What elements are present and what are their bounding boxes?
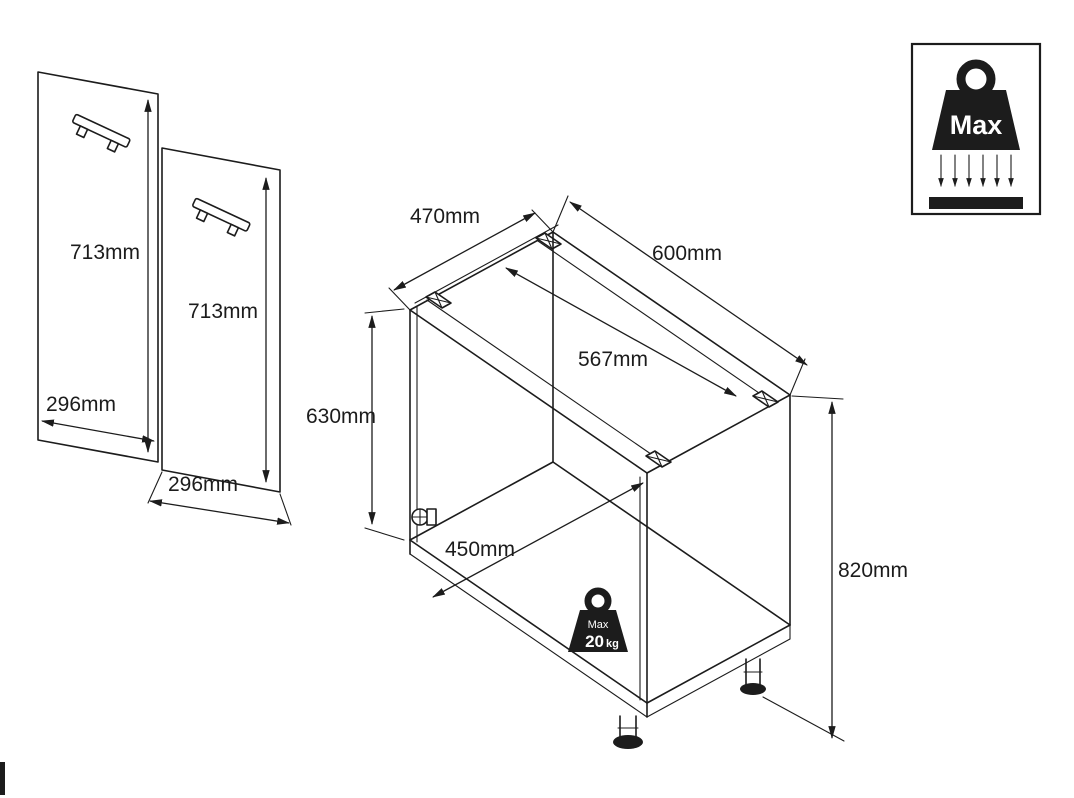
corner-bracket-icon bbox=[645, 450, 672, 468]
dim-cabinet-inner-depth: 450mm bbox=[432, 482, 644, 598]
dim-cabinet-total-height: 820mm bbox=[762, 395, 908, 742]
dim-cabinet-side-height: 630mm bbox=[306, 308, 405, 541]
leg-foot bbox=[613, 735, 643, 749]
pressure-arrows-icon bbox=[938, 154, 1014, 187]
cabinet-leg-right bbox=[740, 658, 766, 695]
dim-door-right-width: 296mm bbox=[147, 471, 292, 526]
door-right-outline bbox=[161, 147, 281, 493]
weight-icon-max-label: Max bbox=[588, 619, 609, 631]
weight-icon-value: 20 bbox=[585, 632, 604, 651]
cabinet-total-height-label: 820mm bbox=[838, 559, 908, 582]
weight-icon: Max bbox=[932, 59, 1020, 150]
leg-foot bbox=[740, 683, 766, 695]
dim-door-right-height: 713mm bbox=[188, 176, 270, 484]
cabinet-inner-depth-label: 450mm bbox=[445, 538, 515, 561]
corner-bracket-icon bbox=[425, 291, 452, 309]
max-load-badge: Max bbox=[910, 42, 1042, 216]
door-left-outline bbox=[37, 71, 159, 463]
weight-icon-unit: kg bbox=[606, 638, 619, 650]
corner-bracket-icon bbox=[752, 390, 779, 408]
door-right-width-label: 296mm bbox=[168, 473, 238, 496]
dim-door-left-width: 296mm bbox=[40, 393, 156, 443]
cabinet-isometric: Max 20 kg bbox=[409, 224, 791, 749]
cabinet-inner-width-label: 567mm bbox=[578, 348, 648, 371]
cabinet-leg-front bbox=[613, 715, 643, 749]
cabinet-side-height-label: 630mm bbox=[306, 405, 376, 428]
door-panel-right: 713mm 296mm bbox=[147, 147, 292, 526]
door-panel-left: 713mm 296mm bbox=[37, 71, 159, 463]
base-bar-icon bbox=[929, 197, 1023, 209]
dim-door-left-height: 713mm bbox=[70, 98, 152, 454]
cabinet-width-label: 600mm bbox=[652, 242, 722, 265]
door-left-width-label: 296mm bbox=[46, 393, 116, 416]
door-right-height-label: 713mm bbox=[188, 300, 258, 323]
cabinet-depth-label: 470mm bbox=[410, 205, 480, 228]
max-weight-20kg-icon: Max 20 kg bbox=[568, 587, 628, 652]
dim-cabinet-inner-width: 567mm bbox=[505, 267, 737, 397]
hinge-plate-icon bbox=[411, 508, 437, 526]
dim-cabinet-depth-top: 470mm bbox=[388, 205, 554, 311]
max-load-badge-label: Max bbox=[950, 110, 1003, 140]
page-edge-artifact bbox=[0, 762, 5, 795]
door-left-height-label: 713mm bbox=[70, 241, 140, 264]
